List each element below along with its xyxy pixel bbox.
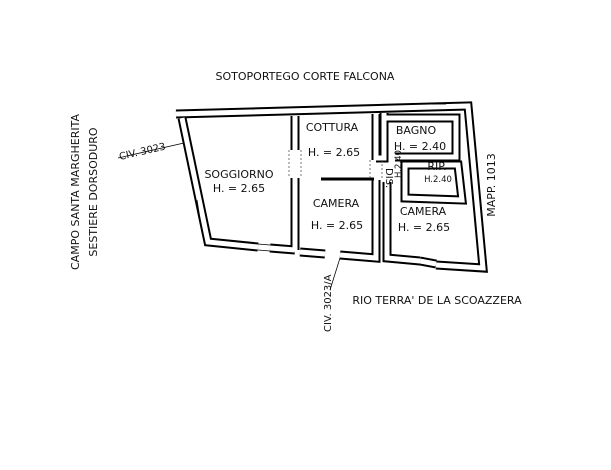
walls bbox=[117, 101, 488, 291]
room-camera-2: CAMERA bbox=[400, 205, 447, 218]
room-cottura: COTTURA bbox=[306, 121, 359, 134]
room-soggiorno-height: H. = 2.65 bbox=[213, 182, 265, 195]
room-camera-1: CAMERA bbox=[313, 197, 360, 210]
street-west-2: SESTIERE DORSODURO bbox=[87, 127, 100, 256]
street-west-1: CAMPO SANTA MARGHERITA bbox=[69, 114, 82, 270]
street-north: SOTOPORTEGO CORTE FALCONA bbox=[216, 70, 395, 83]
room-bagno-height: H. = 2.40 bbox=[394, 140, 446, 153]
room-bagno: BAGNO bbox=[396, 124, 437, 137]
room-ripostiglio: RIP. bbox=[427, 160, 446, 173]
civic-number: CIV. 3023 bbox=[118, 142, 167, 163]
room-cottura-height: H. = 2.65 bbox=[308, 146, 360, 159]
room-disimpegno-height: H.2.40 bbox=[394, 150, 404, 178]
parcel-label: MAPP. 1013 bbox=[485, 153, 498, 217]
room-disimpegno: DIS. bbox=[383, 168, 394, 188]
windows bbox=[196, 103, 446, 268]
civic-leader bbox=[117, 142, 185, 159]
civic-leader-a bbox=[329, 257, 341, 291]
room-camera-1-height: H. = 2.65 bbox=[311, 219, 363, 232]
civic-number-a: CIV. 3023/A bbox=[323, 274, 334, 332]
door-openings bbox=[288, 150, 383, 180]
street-south: RIO TERRA' DE LA SCOAZZERA bbox=[352, 294, 522, 307]
room-camera-2-height: H. = 2.65 bbox=[398, 221, 450, 234]
room-ripostiglio-height: H.2.40 bbox=[424, 175, 452, 185]
room-soggiorno: SOGGIORNO bbox=[204, 168, 273, 181]
